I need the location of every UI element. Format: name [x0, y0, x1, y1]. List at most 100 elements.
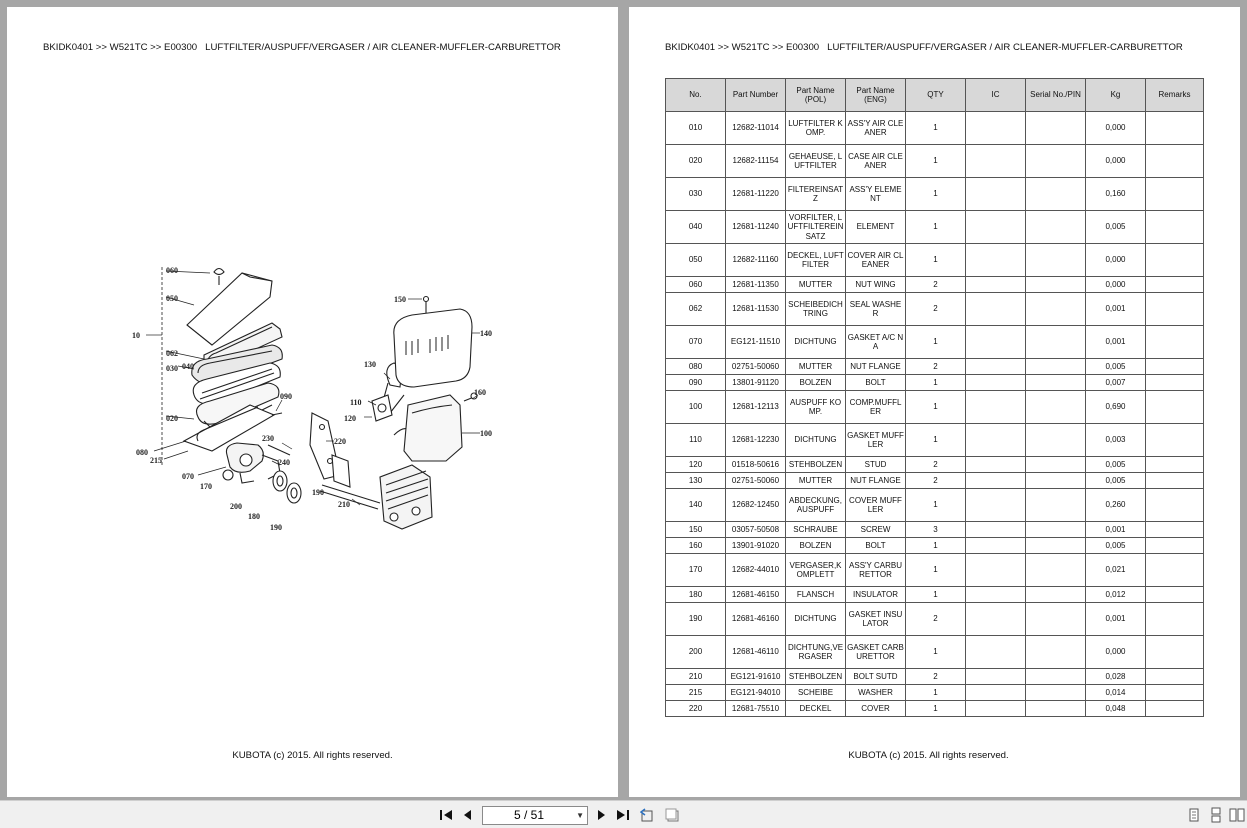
table-cell — [1145, 325, 1204, 359]
table-cell — [1025, 144, 1086, 178]
column-header: Kg — [1085, 78, 1146, 112]
table-cell — [1025, 668, 1086, 685]
table-cell: 13901-91020 — [725, 537, 786, 554]
table-cell — [1145, 668, 1204, 685]
callout: 230 — [262, 434, 274, 443]
page-header: BKIDK0401 >> W521TC >> E00300 LUFTFILTER… — [43, 42, 561, 53]
table-cell: 0,007 — [1085, 374, 1146, 391]
table-cell — [1025, 374, 1086, 391]
table-cell — [1025, 472, 1086, 489]
table-cell — [1145, 553, 1204, 587]
table-cell: 0,000 — [1085, 243, 1146, 277]
table-cell: 180 — [665, 586, 726, 603]
table-cell: 2 — [905, 456, 966, 473]
column-header: Remarks — [1145, 78, 1204, 112]
table-cell: DECKEL, LUFTFILTER — [785, 243, 846, 277]
page-indicator: 5 / 51 — [513, 808, 545, 822]
table-cell: 0,005 — [1085, 210, 1146, 244]
table-cell: 010 — [665, 111, 726, 145]
last-page-button[interactable] — [615, 807, 631, 823]
single-page-view-button[interactable] — [1186, 807, 1202, 823]
next-page-icon — [598, 810, 605, 820]
table-cell: 030 — [665, 177, 726, 211]
column-header: Part Number — [725, 78, 786, 112]
table-cell — [1025, 243, 1086, 277]
table-cell: 0,690 — [1085, 390, 1146, 424]
table-cell — [965, 635, 1026, 669]
table-cell: 12682-12450 — [725, 488, 786, 522]
callout: 150 — [394, 295, 406, 304]
callout: 050 — [166, 294, 178, 303]
table-cell: NUT FLANGE — [845, 472, 906, 489]
table-cell — [965, 488, 1026, 522]
table-cell: 0,001 — [1085, 521, 1146, 538]
table-cell — [965, 700, 1026, 717]
continuous-view-button[interactable] — [1208, 807, 1224, 823]
table-cell: NUT FLANGE — [845, 358, 906, 375]
table-cell — [1025, 292, 1086, 326]
table-cell: NUT WING — [845, 276, 906, 293]
next-page-button[interactable] — [593, 807, 609, 823]
callout: 190 — [270, 523, 282, 532]
table-cell: GASKET INSULATOR — [845, 602, 906, 636]
table-cell: 1 — [905, 374, 966, 391]
go-back-view-button[interactable] — [639, 807, 656, 823]
table-cell: 150 — [665, 521, 726, 538]
table-cell: SCHEIBEDICHTRING — [785, 292, 846, 326]
table-cell: 050 — [665, 243, 726, 277]
table-cell: GASKET MUFFLER — [845, 423, 906, 457]
table-cell: 1 — [905, 635, 966, 669]
table-cell: BOLT — [845, 374, 906, 391]
table-cell — [965, 521, 1026, 538]
table-cell: 2 — [905, 472, 966, 489]
table-cell: 0,028 — [1085, 668, 1146, 685]
table-cell — [1145, 635, 1204, 669]
previous-page-button[interactable] — [460, 807, 476, 823]
table-cell — [1025, 390, 1086, 424]
table-cell: ABDECKUNG, AUSPUFF — [785, 488, 846, 522]
table-cell: 2 — [905, 276, 966, 293]
table-cell — [1025, 521, 1086, 538]
column-header: Serial No./PIN — [1025, 78, 1086, 112]
table-cell: 160 — [665, 537, 726, 554]
table-cell: SEAL WASHER — [845, 292, 906, 326]
table-cell: LUFTFILTER KOMP. — [785, 111, 846, 145]
table-cell — [1025, 423, 1086, 457]
table-cell: ASS'Y AIR CLEANER — [845, 111, 906, 145]
table-cell: 1 — [905, 423, 966, 457]
table-cell: 062 — [665, 292, 726, 326]
table-cell: AUSPUFF KOMP. — [785, 390, 846, 424]
page-selector[interactable]: 5 / 51 ▼ — [482, 806, 588, 825]
table-cell — [1145, 456, 1204, 473]
table-cell: INSULATOR — [845, 586, 906, 603]
table-cell: ELEMENT — [845, 210, 906, 244]
table-cell — [965, 423, 1026, 457]
table-cell: 020 — [665, 144, 726, 178]
callout: 170 — [200, 482, 212, 491]
two-page-view-button[interactable] — [1229, 807, 1245, 823]
table-cell: 0,005 — [1085, 472, 1146, 489]
callout: 220 — [334, 437, 346, 446]
table-cell — [965, 586, 1026, 603]
table-cell: COVER MUFFLER — [845, 488, 906, 522]
callout: 070 — [182, 472, 194, 481]
first-page-button[interactable] — [438, 807, 454, 823]
table-cell: 0,005 — [1085, 537, 1146, 554]
table-cell: 03057-50508 — [725, 521, 786, 538]
table-cell: MUTTER — [785, 358, 846, 375]
table-cell: STUD — [845, 456, 906, 473]
table-cell: FLANSCH — [785, 586, 846, 603]
table-cell: 12681-12230 — [725, 423, 786, 457]
table-cell: 1 — [905, 537, 966, 554]
table-cell: STEHBOLZEN — [785, 668, 846, 685]
go-forward-view-button[interactable] — [664, 807, 680, 823]
table-cell: GASKET A/C NA — [845, 325, 906, 359]
chevron-down-icon: ▼ — [576, 811, 584, 820]
